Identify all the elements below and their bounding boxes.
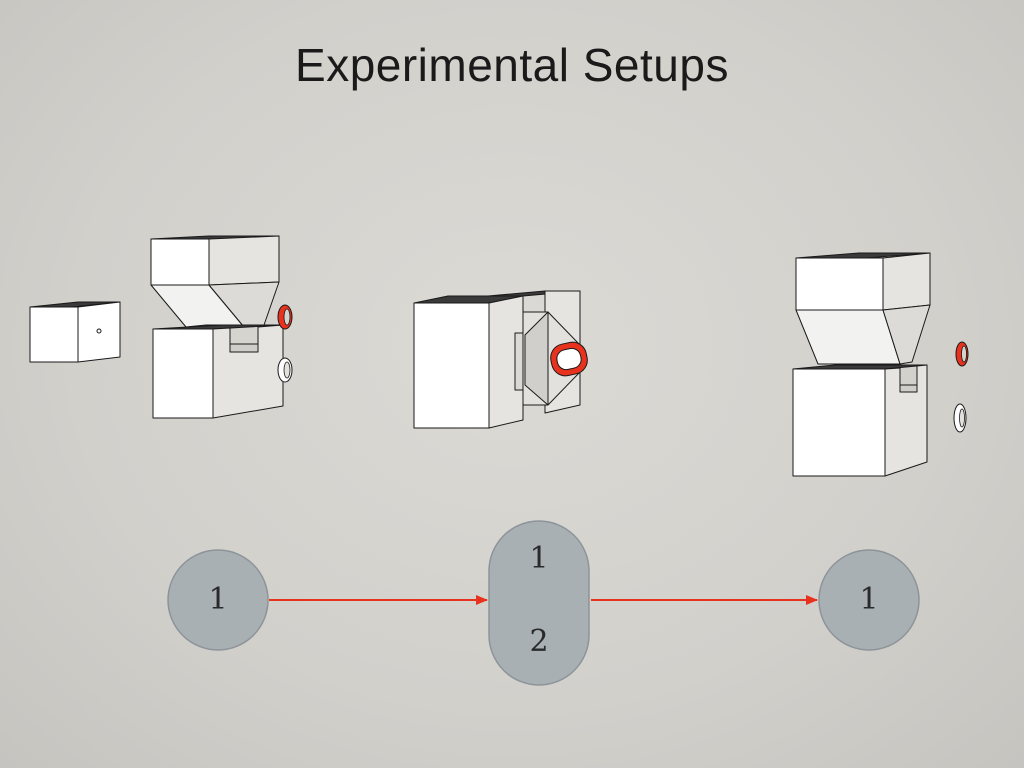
flow-node-b (488, 520, 590, 686)
red-ring (277, 304, 293, 330)
flow-node-a (167, 549, 269, 651)
flow-node-b-label-bottom: 2 (529, 624, 549, 659)
red-ring-right (955, 341, 969, 367)
white-ring (277, 357, 293, 383)
lower-notched-block-right (792, 364, 928, 477)
upper-hopper-block-right (795, 252, 931, 365)
flow-node-a-label: 1 (208, 582, 228, 617)
setup-3 (792, 252, 969, 477)
setup-1 (29, 235, 293, 419)
flow-node-c-label: 1 (859, 582, 879, 617)
red-oval-ring (550, 341, 588, 377)
small-cube (29, 301, 121, 363)
flow-node-b-label-top: 1 (529, 541, 549, 576)
setup-2 (413, 290, 588, 429)
flow-node-c (818, 549, 920, 651)
upper-hopper-block (150, 235, 280, 328)
lower-notched-block (152, 324, 284, 419)
white-ring-right (953, 403, 967, 433)
flow-diagram (167, 520, 920, 686)
slide-title: Experimental Setups (295, 39, 729, 91)
